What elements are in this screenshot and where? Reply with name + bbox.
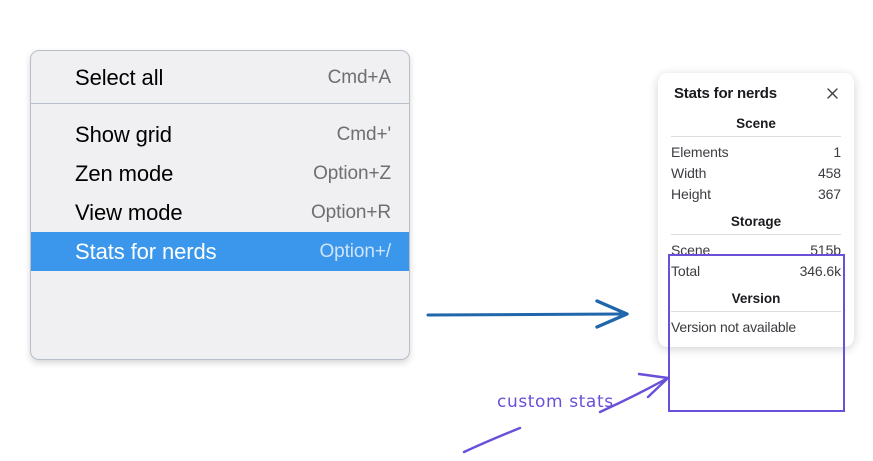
section-divider [671, 234, 841, 235]
menu-item-view-mode[interactable]: View mode Option+R [31, 193, 409, 232]
menu-item-label: Select all [75, 64, 164, 90]
menu-item-label: Show grid [75, 121, 172, 147]
stat-key: Elements [671, 143, 729, 160]
menu-item-select-all[interactable]: Select all Cmd+A [31, 58, 409, 97]
section-title: Version [731, 291, 781, 306]
menu-item-shortcut: Option+R [311, 201, 391, 223]
menu-item-zen-mode[interactable]: Zen mode Option+Z [31, 154, 409, 193]
menu-item-stats-for-nerds[interactable]: Stats for nerds Option+/ [31, 232, 409, 271]
stat-value: 515b [810, 241, 841, 258]
stats-panel-title: Stats for nerds [674, 85, 777, 102]
stat-key: Total [671, 262, 701, 279]
canvas-context-menu[interactable]: Select all Cmd+A Show grid Cmd+' Zen mod… [30, 50, 410, 360]
version-value: Version not available [671, 319, 796, 335]
menu-item-shortcut: Option+/ [319, 240, 391, 262]
stat-row-total-storage: Total 346.6k [671, 260, 841, 281]
menu-item-shortcut: Cmd+' [336, 123, 391, 145]
section-title: Storage [730, 214, 782, 229]
menu-item-label: Stats for nerds [75, 238, 217, 264]
stats-section-storage: Storage Scene 515b Total 346.6k [658, 212, 854, 281]
stat-row-width: Width 458 [671, 162, 841, 183]
section-divider [671, 311, 841, 312]
menu-item-shortcut: Cmd+A [327, 66, 391, 88]
section-title: Scene [736, 116, 776, 131]
menu-item-show-grid[interactable]: Show grid Cmd+' [31, 115, 409, 154]
stat-value: 1 [833, 143, 841, 160]
close-icon[interactable] [825, 86, 840, 101]
stats-for-nerds-panel[interactable]: Stats for nerds Scene Elements 1 Width 4… [658, 73, 854, 347]
stats-section-version: Version Version not available [658, 289, 854, 337]
stat-row-height: Height 367 [671, 183, 841, 204]
custom-stats-annotation-label: custom stats [497, 392, 614, 412]
stat-value: 458 [817, 164, 841, 181]
menu-bottom-padding [31, 271, 409, 285]
stat-row-scene-storage: Scene 515b [671, 239, 841, 260]
menu-item-shortcut: Option+Z [313, 162, 391, 184]
stats-panel-header: Stats for nerds [658, 85, 854, 102]
blue-arrow [426, 299, 629, 329]
menu-item-label: View mode [75, 199, 183, 225]
section-divider [671, 136, 841, 137]
menu-group-selection: Select all Cmd+A [31, 51, 409, 103]
stat-key: Scene [671, 241, 711, 258]
stat-row-elements: Elements 1 [671, 141, 841, 162]
stat-key: Width [671, 164, 707, 181]
stat-value: 346.6k [799, 262, 842, 279]
purple-underline-stroke [462, 426, 522, 454]
stat-value: 367 [817, 185, 841, 202]
stats-section-scene: Scene Elements 1 Width 458 Height 367 [658, 114, 854, 204]
menu-item-label: Zen mode [75, 160, 174, 186]
menu-group-view: Show grid Cmd+' Zen mode Option+Z View m… [31, 103, 409, 285]
stat-key: Height [671, 185, 711, 202]
